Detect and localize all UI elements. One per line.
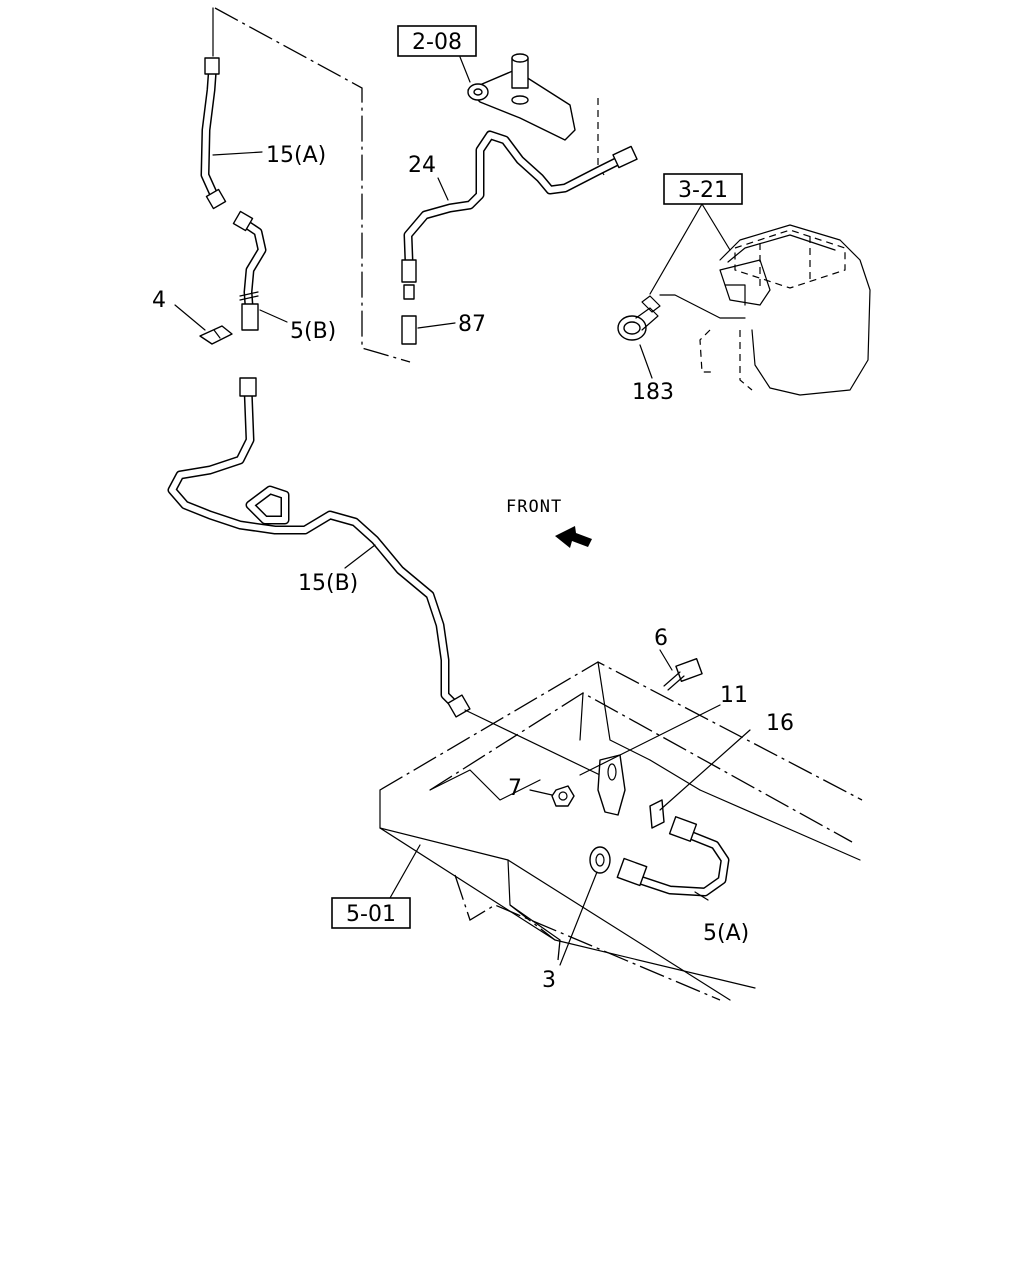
reservoir bbox=[641, 224, 871, 396]
label-183: 183 bbox=[632, 380, 674, 405]
clip-16 bbox=[649, 799, 665, 829]
front-arrow bbox=[555, 526, 592, 548]
label-4: 4 bbox=[152, 288, 166, 313]
front-label: FRONT bbox=[506, 497, 562, 517]
label-24: 24 bbox=[408, 153, 436, 178]
ref-3-21-label: 3-21 bbox=[678, 178, 728, 203]
master-cylinder bbox=[467, 53, 605, 176]
clip-4 bbox=[199, 325, 233, 345]
label-3: 3 bbox=[542, 968, 556, 993]
label-87: 87 bbox=[458, 312, 486, 337]
pipe-15b bbox=[167, 377, 601, 776]
ref-5-01-label: 5-01 bbox=[346, 902, 396, 927]
union-87 bbox=[401, 315, 417, 345]
ref-box-5-01[interactable]: 5-01 bbox=[331, 897, 411, 929]
label-16: 16 bbox=[766, 711, 794, 736]
label-5a: 5(A) bbox=[703, 921, 749, 946]
chassis-frame bbox=[379, 661, 863, 1001]
pipe-24 bbox=[401, 130, 638, 300]
ref-box-2-08[interactable]: 2-08 bbox=[397, 25, 477, 57]
routing-line bbox=[214, 7, 411, 363]
label-11: 11 bbox=[720, 683, 748, 708]
hose-5a bbox=[616, 816, 730, 897]
nut-7 bbox=[551, 785, 575, 807]
bracket-11 bbox=[597, 754, 626, 816]
label-15a: 15(A) bbox=[266, 143, 326, 168]
label-15b: 15(B) bbox=[298, 571, 358, 596]
label-5b: 5(B) bbox=[290, 319, 336, 344]
ref-2-08-label: 2-08 bbox=[412, 30, 462, 55]
hose-5b bbox=[232, 210, 267, 331]
label-7: 7 bbox=[508, 776, 522, 801]
ref-box-3-21[interactable]: 3-21 bbox=[663, 173, 743, 205]
leader-lines bbox=[174, 56, 751, 966]
washer-3 bbox=[589, 846, 611, 874]
label-6: 6 bbox=[654, 626, 668, 651]
bolt-6 bbox=[663, 658, 703, 691]
hose-clip-183 bbox=[617, 307, 659, 341]
pipe-15a bbox=[200, 7, 227, 210]
